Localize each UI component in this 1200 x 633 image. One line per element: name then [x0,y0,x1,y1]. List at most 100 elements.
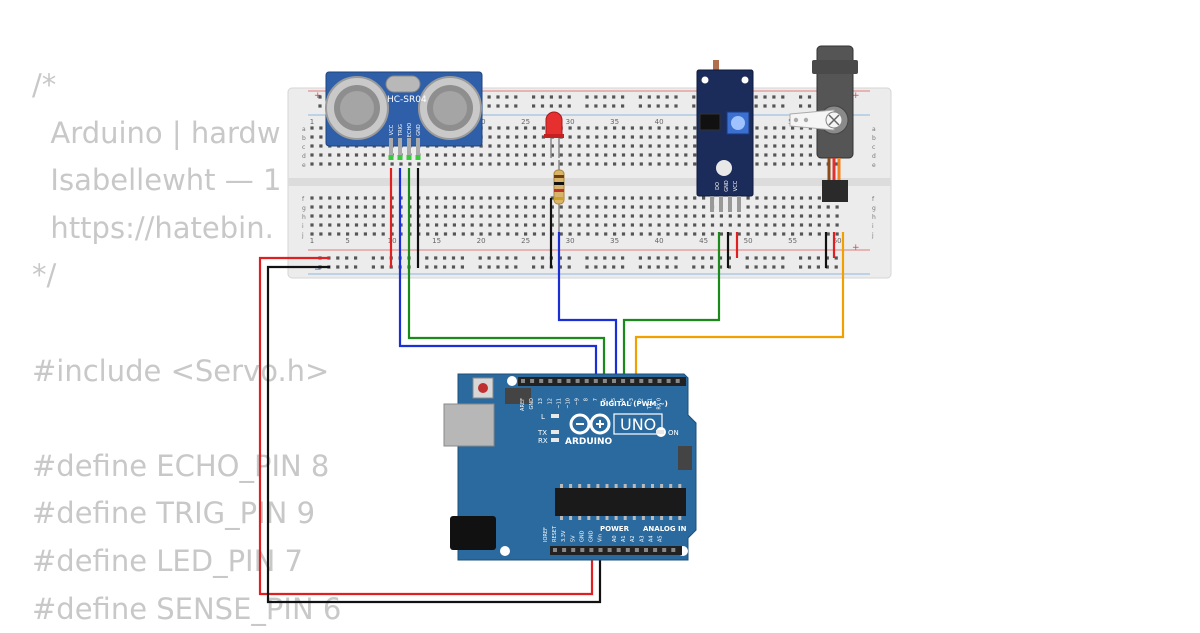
digital-pin-label: 8 [584,398,590,401]
row-letter: c [302,144,305,151]
digital-pin-label: 12 [547,398,553,404]
rail-plus-label-right: + [852,91,860,101]
code-line: Isabellewht — 1 [32,163,282,198]
analog-pin-label: A5 [658,535,664,542]
row-letter: f [872,196,875,203]
digital-pin-label: ~9 [575,398,581,405]
code-line: Arduino | hardw [32,115,281,150]
arduino-brand-label: ARDUINO [565,437,613,447]
rail-plus-label: + [314,91,322,101]
power-pin-label: IOREF [543,527,549,542]
power-header-label: POWER [600,525,630,533]
digital-pin-label: ~10 [566,398,572,409]
digital-pin-label: TX 1 [647,398,653,410]
row-letter: h [872,214,876,221]
code-line: #define LED_PIN 7 [32,543,303,578]
pin-connection [415,155,421,160]
row-letter: h [302,214,306,221]
wire-led-signal [557,232,618,382]
rail-minus-label: − [314,265,322,275]
ldr-pin-label: VCC [733,180,739,191]
analog-pin-label: A1 [621,535,627,542]
digital-header-label: DIGITAL (PWM ~) [600,400,668,408]
power-pin-label: 5V [570,535,576,542]
wire-hcsr04-echo [407,168,606,382]
power-pin-label: RESET [552,525,558,542]
row-letter: c [872,144,875,151]
wire-ldr-do [622,232,721,382]
wire-hcsr04-trig [398,168,598,382]
wires [258,168,845,604]
power-analog-header-holes [553,548,676,552]
column-number: 1 [310,118,314,126]
power-pin-label: 3.3V [561,530,567,542]
column-number: 60 [833,237,842,245]
code-line: #define ECHO_PIN 8 [32,448,330,483]
code-line: #define TRIG_PIN 9 [32,496,316,531]
sensor-model-label: HC-SR04 [387,95,427,105]
power-pin-label: GND [589,530,595,542]
row-letter: d [872,153,876,160]
digital-pin-label: ~3 [629,398,635,405]
power-pin-label: GND [579,530,585,542]
resistor [553,160,565,232]
analog-header-label: ANALOG IN [643,525,687,533]
code-line: */ [32,258,57,293]
digital-pin-label: ~5 [611,398,617,405]
row-letter: i [872,223,874,230]
digital-pin-label: AREF [520,398,526,411]
row-letter: i [302,223,304,230]
row-letter: b [872,135,876,142]
digital-pin-label: 13 [538,398,544,404]
code-background: /* Arduino | hardw Isabellewht — 1 https… [32,62,341,633]
sensor-pin-label: GND [416,124,422,136]
row-letter: a [872,126,876,133]
column-number: 5 [345,237,349,245]
digital-pin-label: GND [529,398,535,410]
pin-connection [397,155,403,160]
ldr-pin-label: GND [724,180,730,192]
wire-5v-red [258,256,594,596]
power-pin-label: Vin [598,534,604,542]
code-line: #include <Servo.h> [32,353,330,388]
row-letter: e [302,162,306,169]
analog-pin-label: A4 [648,535,654,542]
column-number: 30 [566,118,575,126]
digital-header-holes [521,379,680,383]
digital-pin-label: 4 [620,398,626,401]
column-number: 25 [521,118,530,126]
column-number: 15 [432,237,441,245]
row-letter: a [302,126,306,133]
red-led [544,111,564,158]
analog-pin-label: A3 [639,535,645,542]
column-number: 35 [610,237,619,245]
pin-connection [388,155,394,160]
column-number: 1 [310,237,314,245]
servo-motor [789,45,858,202]
column-number: 20 [477,237,486,245]
row-letter: j [301,232,304,239]
column-number: 25 [521,237,530,245]
pin-connection [406,155,412,160]
row-letter: f [302,196,305,203]
row-letter: g [302,205,306,212]
microcontroller-chip [560,484,682,520]
code-line: https://hatebin. [32,210,274,245]
column-number: 50 [744,237,753,245]
sensor-pin-label: TRIG [398,124,404,137]
digital-pin-label: ~11 [556,398,562,409]
analog-pin-label: A0 [612,535,618,542]
sensor-pin-label: ECHO [407,123,413,137]
uno-model-label: UNO [620,415,656,434]
led-tx-label: TX [537,429,547,437]
row-letter: e [872,162,876,169]
